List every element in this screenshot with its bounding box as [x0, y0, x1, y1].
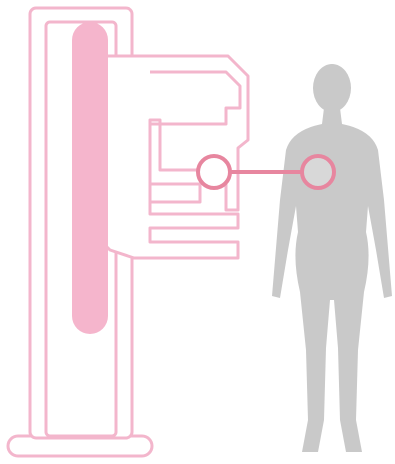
compression-paddle — [150, 184, 200, 202]
figure-head — [313, 64, 351, 112]
female-silhouette-icon — [272, 64, 392, 452]
breast-target-circle — [302, 156, 334, 188]
machine-handle-bar — [72, 22, 108, 334]
mammography-machine-icon — [8, 8, 248, 456]
machine-target-circle — [198, 156, 230, 188]
breast-target-connector-icon — [198, 156, 334, 188]
machine-c-arm — [96, 56, 248, 258]
figure-body — [272, 108, 392, 452]
